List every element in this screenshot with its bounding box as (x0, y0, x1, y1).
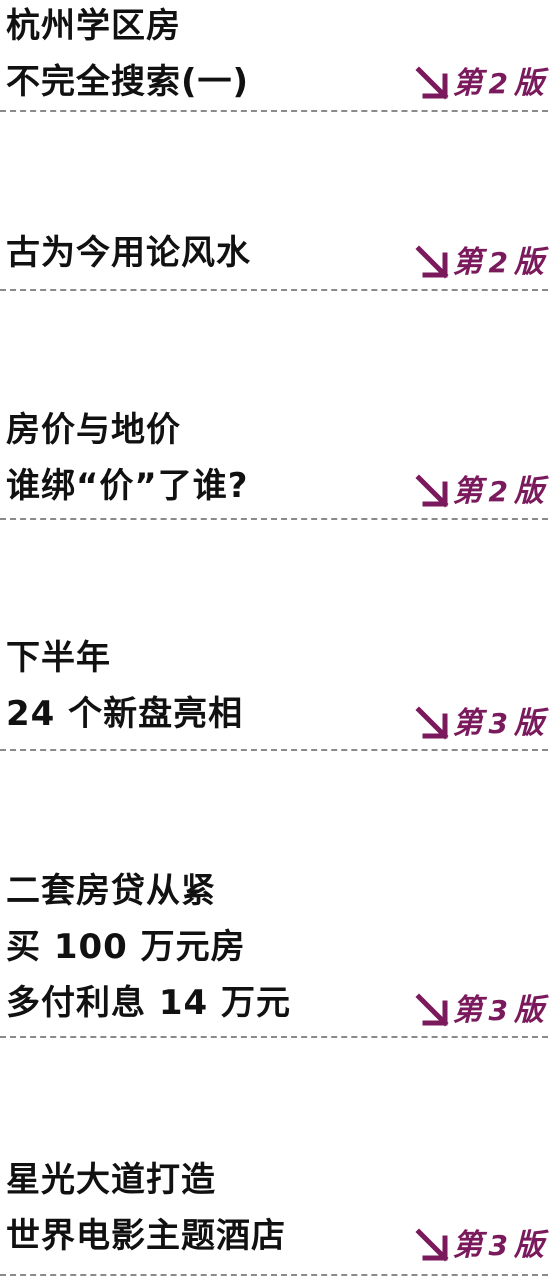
dashed-divider (0, 289, 548, 291)
page-reference-number: 3 (488, 707, 508, 740)
entry-title-line: 世界电影主题酒店 (6, 1216, 286, 1256)
arrow-down-right-icon (414, 1228, 451, 1264)
page-reference[interactable]: 第 3 版 (414, 706, 544, 742)
page-reference-number: 3 (488, 1229, 508, 1262)
page-reference-suffix: 版 (514, 245, 544, 280)
arrow-down-right-icon (414, 993, 451, 1029)
entry-title-line: 二套房贷从紧 (6, 871, 216, 911)
page-reference-prefix: 第 (452, 706, 483, 741)
page-reference[interactable]: 第 2 版 (414, 66, 544, 102)
entry-title-line: 24 个新盘亮相 (6, 694, 244, 734)
page-reference[interactable]: 第 2 版 (414, 474, 544, 510)
page-reference-suffix: 版 (514, 66, 544, 101)
dashed-divider (0, 1274, 548, 1276)
entry-title: 古为今用论风水 (6, 225, 251, 281)
dashed-divider (0, 749, 548, 751)
page-reference-prefix: 第 (452, 993, 483, 1028)
page-reference-prefix: 第 (452, 66, 483, 101)
arrow-down-right-icon (414, 66, 451, 102)
page-reference-prefix: 第 (452, 245, 483, 280)
page-reference-suffix: 版 (514, 474, 544, 509)
page-reference-prefix: 第 (452, 1228, 483, 1263)
page-reference-number: 2 (488, 246, 508, 279)
arrow-down-right-icon (414, 245, 451, 281)
page-reference-suffix: 版 (514, 1228, 544, 1263)
entry-title-line: 不完全搜索(一) (6, 62, 250, 102)
page-reference-suffix: 版 (514, 993, 544, 1028)
entry-title-line: 星光大道打造 (6, 1160, 216, 1200)
page-reference[interactable]: 第 3 版 (414, 1228, 544, 1264)
entry-title-line: 买 100 万元房 (6, 927, 246, 967)
entry-title-line: 下半年 (6, 638, 111, 678)
entry-title-line: 古为今用论风水 (6, 233, 251, 273)
page-reference[interactable]: 第 2 版 (414, 245, 544, 281)
dashed-divider (0, 1036, 548, 1038)
entry-title: 二套房贷从紧 买 100 万元房 多付利息 14 万元 (6, 863, 291, 1031)
page-reference[interactable]: 第 3 版 (414, 993, 544, 1029)
entry-title: 星光大道打造 世界电影主题酒店 (6, 1152, 286, 1264)
entry-title: 杭州学区房 不完全搜索(一) (6, 0, 249, 110)
page-reference-number: 3 (488, 994, 508, 1027)
page-reference-number: 2 (488, 475, 508, 508)
arrow-down-right-icon (414, 474, 451, 510)
entry-title-line: 杭州学区房 (6, 6, 181, 46)
dashed-divider (0, 518, 548, 520)
entry-title-line: 房价与地价 (6, 410, 181, 450)
page-reference-suffix: 版 (514, 706, 544, 741)
page-reference-prefix: 第 (452, 474, 483, 509)
entry-title-line: 多付利息 14 万元 (6, 983, 291, 1023)
entry-title: 下半年 24 个新盘亮相 (6, 630, 243, 742)
arrow-down-right-icon (414, 706, 451, 742)
entry-title-line: 谁绑“价”了谁? (6, 466, 249, 506)
page-reference-number: 2 (488, 67, 508, 100)
dashed-divider (0, 110, 548, 112)
entry-title: 房价与地价 谁绑“价”了谁? (6, 402, 248, 514)
